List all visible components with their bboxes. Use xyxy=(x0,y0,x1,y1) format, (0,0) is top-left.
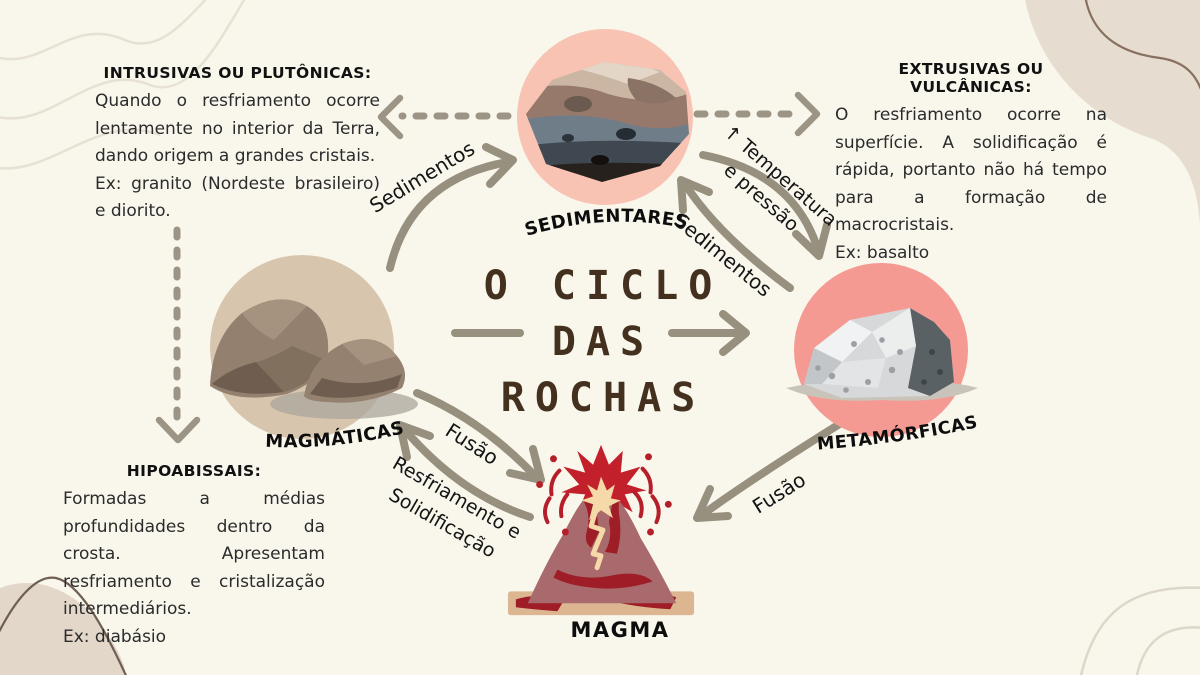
corner-decoration-top-left xyxy=(0,0,246,170)
page-title: O CICLO DAS ROCHAS xyxy=(448,258,758,426)
metamorficas-label-text: METAMÓRFICAS xyxy=(816,412,979,454)
intrusivas-text-block: INTRUSIVAS OU PLUTÔNICAS: Quando o resfr… xyxy=(95,64,380,226)
corner-decoration-top-right xyxy=(1025,0,1200,265)
title-line-1: O CICLO xyxy=(483,263,723,309)
intrusivas-heading: INTRUSIVAS OU PLUTÔNICAS: xyxy=(103,64,372,82)
extrusivas-body: O resfriamento ocorre na superfície. A s… xyxy=(835,105,1107,236)
extrusivas-example: Ex: basalto xyxy=(835,242,930,263)
sedimentary-rock-illustration xyxy=(526,62,689,182)
extrusivas-heading: EXTRUSIVAS OU VULCÂNICAS: xyxy=(898,60,1044,96)
svg-text:METAMÓRFICAS: METAMÓRFICAS xyxy=(816,412,979,454)
magma-label: MAGMA xyxy=(570,618,670,642)
intrusivas-example: Ex: granito (Nordeste brasileiro) e dior… xyxy=(95,173,380,222)
hipoabissais-heading: HIPOABISSAIS: xyxy=(126,462,262,480)
title-right-arrow xyxy=(668,310,750,356)
metamorphic-rock-illustration xyxy=(786,308,978,401)
intrusivas-body: Quando o resfriamento ocorre lentamente … xyxy=(95,91,380,167)
magmaticas-label: MAGMÁTICAS xyxy=(265,417,406,452)
corner-decoration-bottom-left xyxy=(0,576,127,675)
arrow-metamorficas-to-magma xyxy=(693,421,842,522)
title-line-3: ROCHAS xyxy=(500,375,706,421)
corner-decoration-bottom-right xyxy=(1079,586,1200,675)
hipoabissais-example: Ex: diabásio xyxy=(63,626,167,647)
arrow-magmaticas-to-magma xyxy=(413,389,545,484)
arrow-magmaticas-to-sedimentares xyxy=(386,143,517,272)
volcano-illustration xyxy=(507,444,695,616)
sedimentares-label: SEDIMENTARES xyxy=(522,206,689,241)
arrow-metamorficas-to-sedimentares xyxy=(677,176,794,292)
metamorficas-label: METAMÓRFICAS xyxy=(816,412,979,454)
dashed-arrow-intrusivas-to-hipoabissais xyxy=(155,226,201,444)
extrusivas-text-block: EXTRUSIVAS OU VULCÂNICAS: O resfriamento… xyxy=(835,60,1107,267)
magmatic-rocks-illustration xyxy=(210,299,418,419)
title-line-2: DAS xyxy=(551,319,655,365)
dashed-arrow-sedimentares-to-extrusivas xyxy=(693,91,821,137)
dashed-arrow-sedimentares-to-intrusivas xyxy=(377,94,512,140)
hipoabissais-text-block: HIPOABISSAIS: Formadas a médias profundi… xyxy=(63,462,325,651)
arrow-sedimentares-to-metamorficas xyxy=(699,151,831,260)
arrow-magma-to-magmaticas xyxy=(396,421,534,521)
hipoabissais-body: Formadas a médias profundidades dentro d… xyxy=(63,489,325,620)
